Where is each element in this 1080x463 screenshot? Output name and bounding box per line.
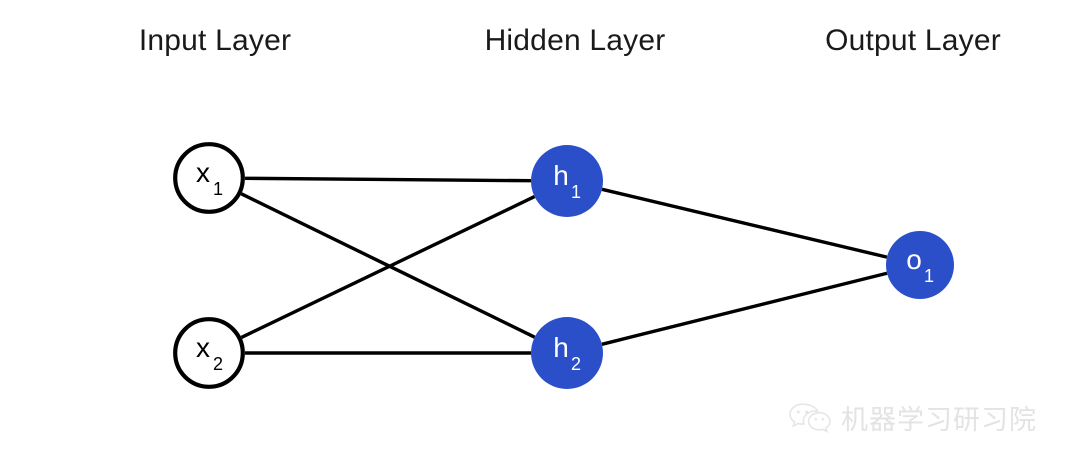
layer-title-hidden: Hidden Layer	[484, 24, 666, 57]
wechat-icon	[787, 401, 833, 435]
edges-group	[240, 176, 888, 355]
edge-h1-o1	[601, 187, 888, 259]
layer-title-output: Output Layer	[825, 24, 1001, 57]
node-label-h1: h	[553, 160, 569, 191]
node-subscript-h2: 2	[571, 354, 581, 374]
watermark-text: 机器学习研习院	[841, 405, 1037, 435]
node-label-x2: x	[196, 332, 210, 363]
node-label-x1: x	[196, 157, 210, 188]
node-circle-o1	[886, 231, 954, 299]
node-circle-x2	[173, 317, 245, 389]
node-subscript-h1: 1	[571, 182, 581, 202]
node-subscript-x1: 1	[213, 179, 223, 199]
node-h1: h1	[531, 145, 603, 217]
node-o1: o1	[886, 231, 954, 299]
node-subscript-x2: 2	[213, 354, 223, 374]
node-x2: x2	[173, 317, 245, 389]
node-x1: x1	[173, 142, 245, 214]
edge-x2-h1	[240, 195, 536, 339]
node-label-h2: h	[553, 332, 569, 363]
layer-title-input: Input Layer	[138, 24, 292, 57]
node-label-o1: o	[906, 244, 922, 275]
edge-x1-h1	[244, 176, 532, 183]
edge-h2-o1	[601, 271, 888, 346]
node-circle-h2	[531, 317, 603, 389]
node-circle-x1	[173, 142, 245, 214]
node-subscript-o1: 1	[924, 266, 934, 286]
watermark: 机器学习研习院	[787, 398, 1037, 437]
node-h2: h2	[531, 317, 603, 389]
node-circle-h1	[531, 145, 603, 217]
